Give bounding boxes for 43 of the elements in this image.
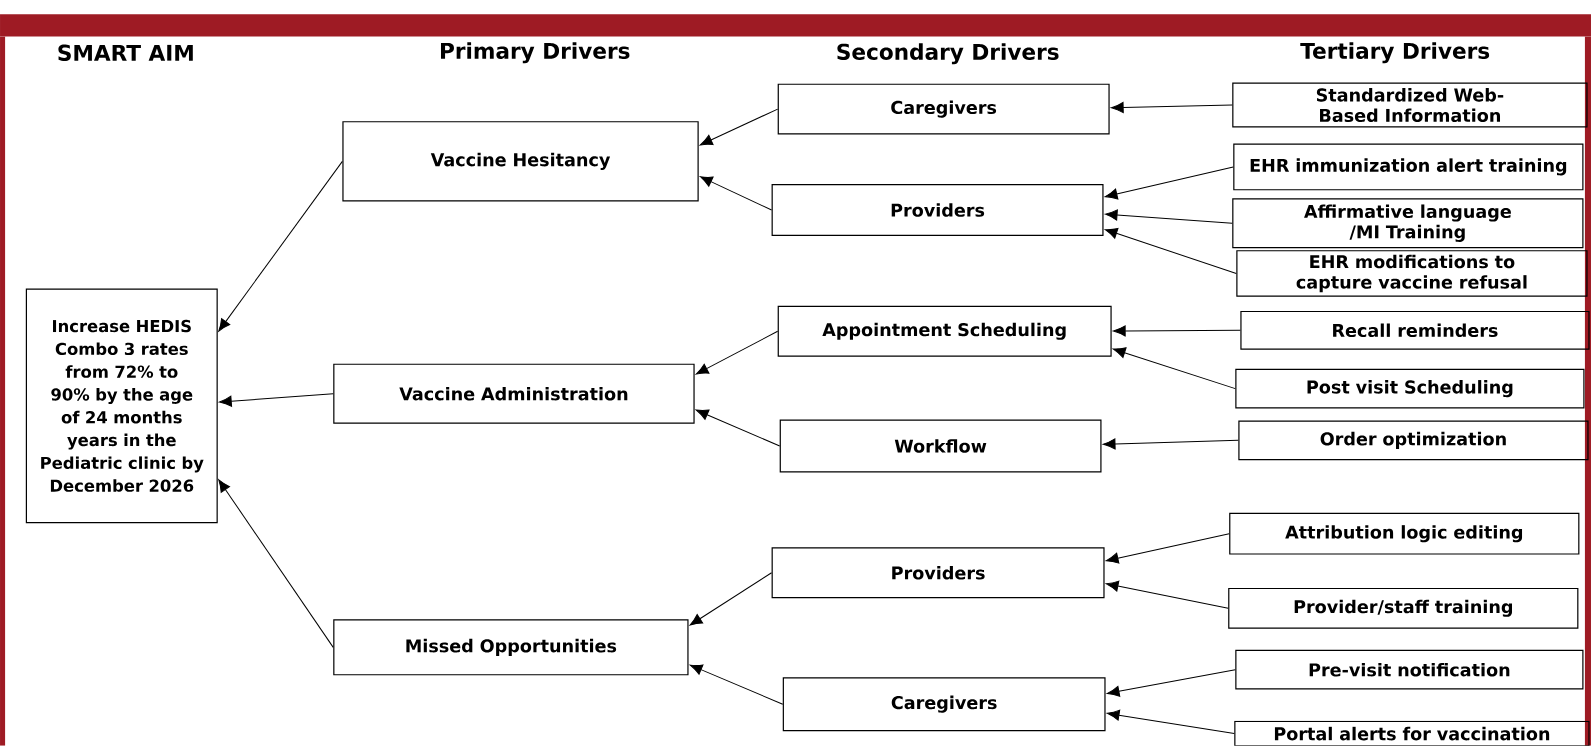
- arrow: [1104, 228, 1237, 275]
- driver-box: Attribution logic editing: [1229, 512, 1580, 555]
- arrow: [699, 108, 779, 146]
- driver-box: Providers: [771, 547, 1105, 599]
- driver-box: Affirmative language /MI Training: [1232, 198, 1584, 249]
- driver-box: Order optimization: [1238, 420, 1589, 461]
- driver-box: Missed Opportunities: [333, 619, 689, 676]
- driver-box: Pre-visit notification: [1235, 649, 1584, 690]
- arrow: [695, 330, 779, 375]
- arrow: [219, 393, 334, 407]
- arrow: [1105, 533, 1230, 564]
- arrow: [1104, 209, 1233, 224]
- column-heading: SMART AIM: [58, 44, 193, 62]
- driver-box: Recall reminders: [1240, 311, 1590, 350]
- driver-box: Providers: [771, 184, 1104, 237]
- arrow: [1102, 438, 1239, 450]
- driver-box: Portal alerts for vaccination: [1234, 720, 1590, 746]
- arrow: [1110, 102, 1233, 114]
- aim-box: Increase HEDIS Combo 3 rates from 72% to 90% by the age of 24 months years in the Pediatric clinic by December 2026: [25, 288, 218, 524]
- arrow: [1113, 325, 1241, 337]
- arrow: [1106, 669, 1236, 697]
- arrow: [1112, 347, 1236, 390]
- driver-box: Appointment Scheduling: [777, 305, 1112, 357]
- arrow: [218, 479, 334, 648]
- arrow: [1106, 709, 1235, 735]
- driver-box: Post visit Scheduling: [1235, 368, 1585, 409]
- driver-box: Caregivers: [777, 83, 1110, 135]
- driver-box: Workflow: [779, 419, 1102, 473]
- driver-box: EHR immunization alert training: [1233, 143, 1584, 191]
- arrow: [695, 409, 781, 447]
- driver-box: Provider/staff training: [1228, 588, 1579, 629]
- arrow: [1104, 166, 1234, 200]
- arrow: [1105, 580, 1229, 609]
- arrow: [699, 176, 773, 211]
- arrow: [689, 572, 773, 626]
- driver-box: Caregivers: [782, 677, 1106, 732]
- driver-box: EHR modifications to capture vaccine refusal: [1236, 250, 1588, 297]
- driver-box: Vaccine Hesitancy: [342, 121, 699, 202]
- column-heading: Primary Drivers: [441, 42, 630, 64]
- driver-box: Vaccine Administration: [333, 363, 695, 424]
- arrow: [689, 664, 784, 705]
- arrow: [218, 160, 343, 332]
- driver-box: Standardized Web-Based Information: [1232, 82, 1588, 128]
